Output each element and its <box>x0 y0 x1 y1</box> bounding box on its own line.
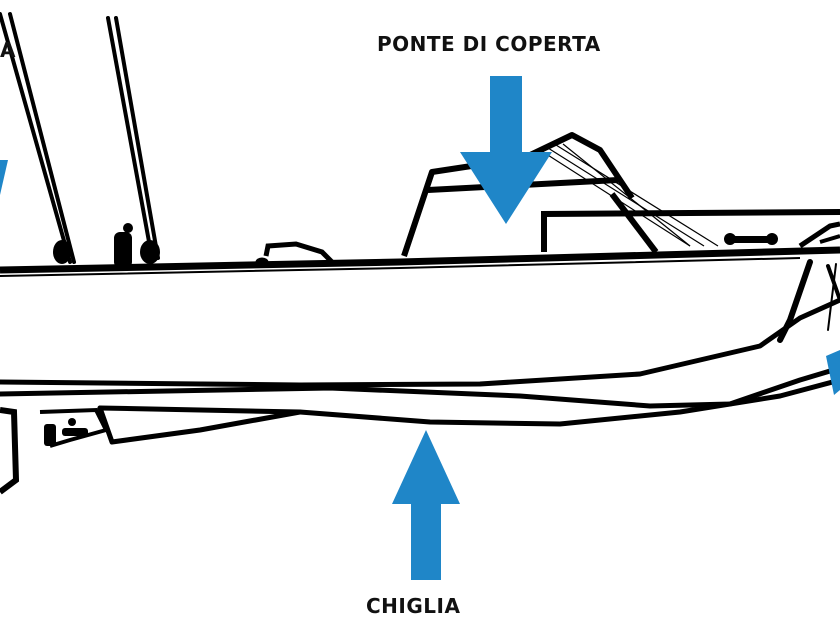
partial-arrow-left-icon <box>0 160 8 195</box>
down-arrow-icon <box>460 76 552 224</box>
rod-reels <box>53 223 160 268</box>
up-arrow-icon <box>392 430 460 580</box>
partial-label: A <box>0 38 16 62</box>
console-windshield <box>401 132 719 257</box>
trim-tabs <box>44 418 88 446</box>
partial-arrow-right-icon <box>826 350 840 395</box>
gunwale-line <box>0 246 840 274</box>
gunwale-line-inner <box>0 257 801 277</box>
fishing-rods <box>0 12 160 264</box>
keel-label: CHIGLIA <box>366 594 461 618</box>
outboard-motor <box>0 407 109 495</box>
hull <box>0 259 840 445</box>
bow-rail <box>541 209 840 252</box>
deck-label: PONTE DI COPERTA <box>377 32 601 56</box>
deck-cleat <box>724 233 778 245</box>
